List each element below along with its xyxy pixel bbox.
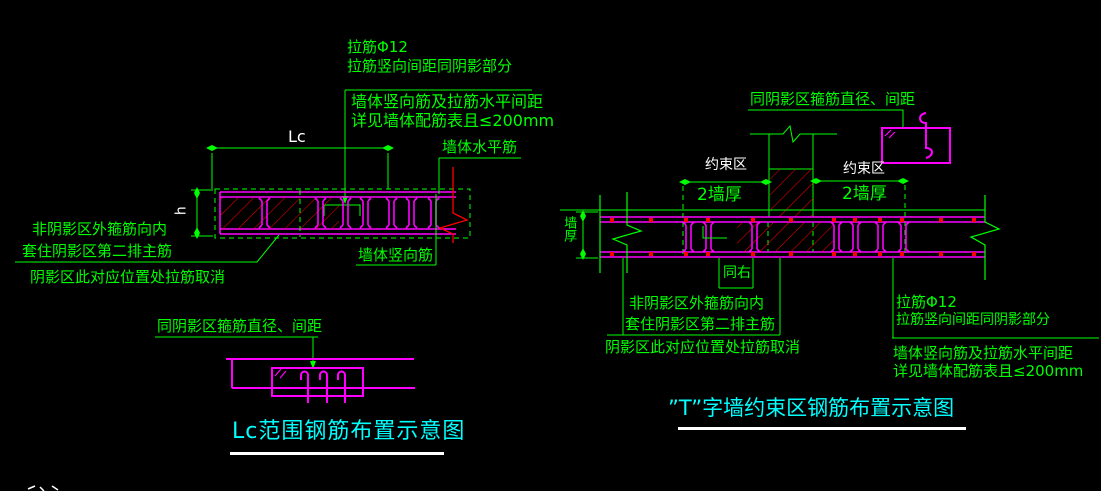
right-hoop-note-line3[interactable]: 阴影区此对应位置处拉筋取消 [605, 338, 801, 356]
dim-arrow-icon [679, 179, 691, 185]
right-tie-note-line2[interactable]: 拉筋竖向间距同阴影部分 [896, 312, 1050, 328]
wall-horizontal-rebar-label[interactable]: 墙体水平筋 [442, 138, 518, 156]
break-line-right-icon [969, 195, 1001, 280]
left-diagram-title[interactable]: Lc范围钢筋布置示意图 [232, 419, 466, 444]
right-wall-note-line2[interactable]: 详见墙体配筋表且≤200mm [893, 362, 1084, 380]
left-tie-note-line2[interactable]: 拉筋竖向间距同阴影部分 [347, 57, 513, 75]
zone-label-left[interactable]: 约束区 [705, 157, 747, 173]
wall-vertical-rebar-label[interactable]: 墙体竖向筋 [358, 246, 434, 264]
break-line-left-icon [599, 192, 643, 273]
left-detail-note-leader[interactable] [155, 336, 318, 362]
right-tie-note-line1[interactable]: 拉筋Φ12 [896, 293, 957, 311]
stirrup-detail-icon[interactable] [881, 112, 951, 164]
zone-dimensions[interactable] [682, 180, 906, 256]
wall-vertical-label-leader[interactable] [356, 194, 437, 266]
right-stirrup-detail-note[interactable]: 同阴影区箍筋直径、间距 [750, 90, 916, 108]
h-dim-label[interactable]: h [173, 206, 190, 216]
dim-arrow-icon [206, 145, 218, 151]
right-hoop-note-line2[interactable]: 套住阴影区第二排主筋 [625, 315, 776, 333]
left-wall-section[interactable] [214, 188, 471, 239]
leader-arrow-icon [310, 361, 316, 369]
lc-stirrup-detail[interactable] [226, 358, 415, 403]
break-line-icon [438, 167, 469, 243]
left-wall-note-line1[interactable]: 墙体竖向筋及拉筋水平间距 [351, 92, 544, 111]
left-wall-note-line2[interactable]: 详见墙体配筋表且≤200mm [351, 111, 555, 130]
dim-arrow-icon [194, 227, 200, 239]
left-hoop-note-line3[interactable]: 阴影区此对应位置处拉筋取消 [30, 268, 226, 286]
wall-horizontal-label-leader[interactable] [438, 157, 521, 194]
stub-shadow-hatch [770, 169, 813, 217]
left-stirrup-detail-note[interactable]: 同阴影区箍筋直径、间距 [157, 317, 323, 335]
lc-dim-label[interactable]: Lc [288, 127, 306, 146]
right-stirrup-note-leader[interactable] [748, 109, 904, 127]
zone-dim-right-label[interactable]: 2墙厚 [842, 184, 887, 204]
right-tie-note-leader[interactable] [892, 258, 1099, 339]
right-wall-note-line1[interactable]: 墙体竖向筋及拉筋水平间距 [893, 344, 1074, 362]
right-title-underline [678, 427, 966, 430]
dim-arrow-icon [194, 187, 200, 199]
wall-thickness-dimension[interactable] [576, 211, 598, 259]
shadow-zone-hatch [221, 198, 339, 229]
leader-arrow-icon [342, 196, 348, 204]
dim-arrow-icon [897, 178, 909, 184]
zone-dim-left-label[interactable]: 2墙厚 [697, 185, 742, 205]
left-hoop-note-line2[interactable]: 套住阴影区第二排主筋 [22, 242, 173, 260]
right-diagram-title[interactable]: ”T”字墙约束区钢筋布置示意图 [668, 396, 955, 420]
right-wall-section[interactable] [560, 209, 985, 258]
h-dimension[interactable] [191, 189, 213, 237]
same-as-right-label[interactable]: 同右 [723, 265, 751, 281]
corner-text-fragment [27, 485, 59, 491]
same-as-right-leader[interactable] [702, 226, 754, 289]
right-hoop-note-leader[interactable] [607, 258, 781, 336]
left-title-underline [230, 452, 444, 455]
left-hoop-note-line1[interactable]: 非阴影区外箍筋向内 [32, 220, 168, 238]
left-hoop-note-leader[interactable] [15, 234, 280, 263]
right-hoop-note-line1[interactable]: 非阴影区外箍筋向内 [629, 294, 765, 312]
left-tie-note-line1[interactable]: 拉筋Φ12 [347, 38, 408, 56]
zone-label-right[interactable]: 约束区 [843, 161, 885, 177]
band-shadow-hatch [737, 223, 833, 252]
lc-dimension[interactable] [211, 147, 389, 189]
dim-arrow-icon [382, 145, 394, 151]
wall-thickness-dim-label[interactable]: 墙厚 [561, 216, 577, 242]
